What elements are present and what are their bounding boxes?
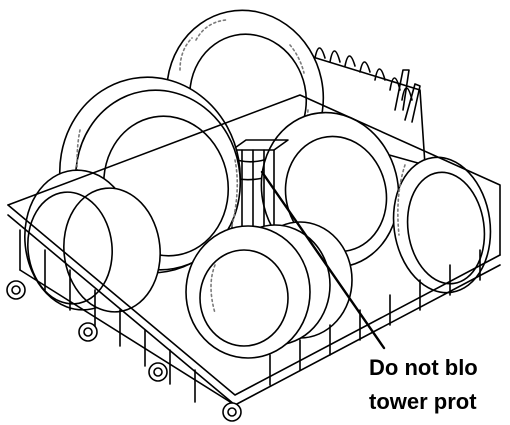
wheel-4-icon	[222, 402, 242, 422]
callout-leader-line	[260, 170, 386, 350]
rack-wheels	[6, 280, 242, 422]
wheel-1-icon	[6, 280, 26, 300]
front-center-bowls	[185, 221, 353, 359]
callout-text-line-2: tower prot	[369, 389, 477, 414]
front-left-bowls	[24, 169, 161, 313]
wheel-2-icon	[78, 322, 98, 342]
wheel-3-icon	[148, 362, 168, 382]
callout-text-line-1: Do not blo	[369, 355, 478, 380]
